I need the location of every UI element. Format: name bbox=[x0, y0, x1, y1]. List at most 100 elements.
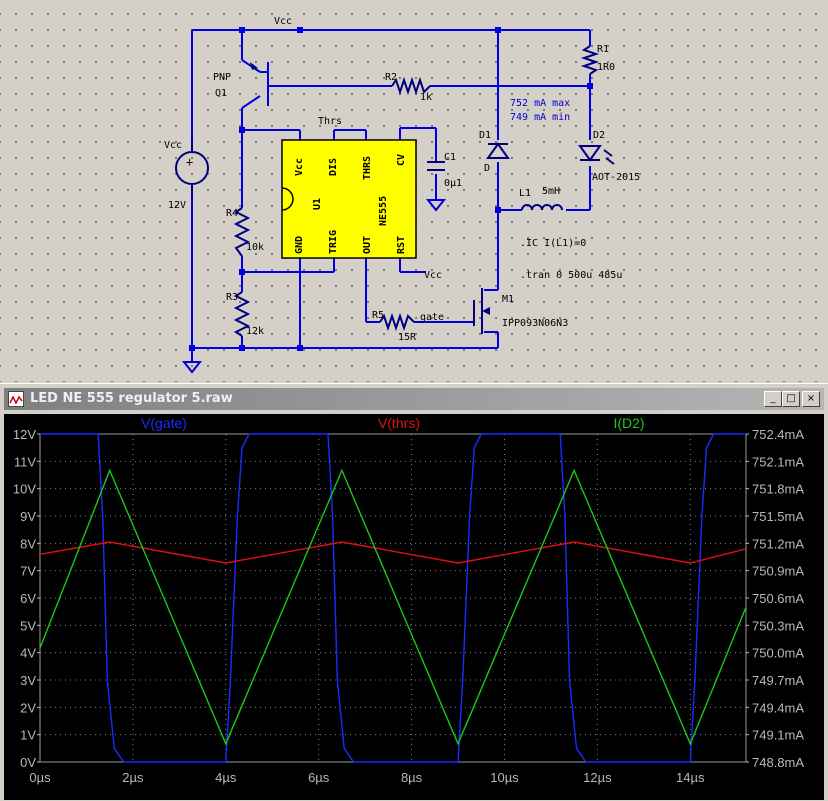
right-tick-label: 752.1mA bbox=[752, 454, 804, 469]
svg-text:AOT-2015: AOT-2015 bbox=[592, 172, 640, 183]
right-tick-label: 749.1mA bbox=[752, 728, 804, 743]
resistor-r2-symbol bbox=[391, 76, 431, 96]
window-titlebar[interactable]: LED NE 555 regulator 5.raw _ □ × bbox=[4, 388, 824, 410]
resistor-r1-symbol bbox=[580, 45, 600, 75]
right-tick-label: 752.4mA bbox=[752, 427, 804, 442]
left-tick-label: 10V bbox=[13, 482, 36, 497]
svg-text:GND: GND bbox=[294, 236, 305, 254]
svg-text:NE555: NE555 bbox=[378, 196, 389, 226]
svg-text:R5: R5 bbox=[372, 310, 384, 321]
trace-v-thrs- bbox=[39, 541, 747, 564]
left-tick-label: 12V bbox=[13, 427, 36, 442]
svg-text:M1: M1 bbox=[502, 294, 514, 305]
right-tick-label: 748.8mA bbox=[752, 755, 804, 770]
svg-text:749 mA min: 749 mA min bbox=[510, 112, 570, 123]
svg-text:12V: 12V bbox=[168, 200, 186, 211]
left-tick-label: 0V bbox=[20, 755, 36, 770]
ne555-body bbox=[281, 139, 417, 259]
svg-text:CV: CV bbox=[396, 154, 407, 166]
right-tick-label: 750.9mA bbox=[752, 564, 804, 579]
left-tick-label: 9V bbox=[20, 509, 36, 524]
svg-text:L1: L1 bbox=[519, 188, 531, 199]
trace-v-gate- bbox=[40, 433, 746, 763]
svg-text:gate: gate bbox=[420, 312, 444, 323]
resistor-r4-symbol bbox=[233, 207, 251, 257]
svg-text:+: + bbox=[186, 155, 193, 169]
diodes bbox=[486, 142, 615, 165]
plot-grid bbox=[39, 433, 747, 763]
svg-text:.IC I(L1)=0: .IC I(L1)=0 bbox=[520, 238, 586, 249]
svg-text:R2: R2 bbox=[385, 72, 397, 83]
waveform-app-icon[interactable] bbox=[8, 391, 24, 407]
svg-text:R4: R4 bbox=[226, 208, 238, 219]
x-tick-label: 12µs bbox=[583, 770, 612, 785]
svg-text:1R0: 1R0 bbox=[597, 62, 615, 73]
svg-text:IPP093N06N3: IPP093N06N3 bbox=[502, 318, 568, 329]
resistor-r5-symbol bbox=[379, 312, 415, 332]
svg-text:D: D bbox=[484, 163, 490, 174]
junctions bbox=[189, 27, 593, 351]
schematic-drawing[interactable]: + Vcc Vcc 12V PNP Q1 R2 1k R1 1R0 Thrs 7… bbox=[0, 0, 828, 382]
svg-text:R3: R3 bbox=[226, 292, 238, 303]
svg-text:C1: C1 bbox=[444, 152, 456, 163]
svg-text:Vcc: Vcc bbox=[164, 140, 182, 151]
left-tick-label: 1V bbox=[20, 728, 36, 743]
ne555-pin-labels: Vcc DIS THRS CV GND TRIG OUT RST U1 NE55… bbox=[294, 154, 407, 254]
right-tick-label: 750.0mA bbox=[752, 646, 804, 661]
maximize-button[interactable]: □ bbox=[782, 391, 800, 407]
components bbox=[175, 45, 600, 337]
left-tick-label: 4V bbox=[20, 646, 36, 661]
svg-text:.tran 0 500u 485u: .tran 0 500u 485u bbox=[520, 270, 622, 281]
left-tick-label: 2V bbox=[20, 700, 36, 715]
svg-text:D2: D2 bbox=[593, 130, 605, 141]
window-title: LED NE 555 regulator 5.raw bbox=[30, 391, 233, 406]
x-tick-label: 10µs bbox=[490, 770, 519, 785]
waveform-window: LED NE 555 regulator 5.raw _ □ × 0V 1V 2V 3… bbox=[0, 383, 828, 801]
svg-text:1k: 1k bbox=[420, 92, 432, 103]
svg-text:DIS: DIS bbox=[328, 158, 339, 176]
left-tick-label: 6V bbox=[20, 591, 36, 606]
left-tick-label: 3V bbox=[20, 673, 36, 688]
svg-text:TRIG: TRIG bbox=[328, 230, 339, 254]
svg-text:U1: U1 bbox=[312, 198, 323, 210]
svg-text:10k: 10k bbox=[246, 242, 264, 253]
trace-label-v-thrs-[interactable]: V(thrs) bbox=[378, 415, 420, 431]
trace-label-i-d2-[interactable]: I(D2) bbox=[613, 415, 644, 431]
x-tick-label: 4µs bbox=[215, 770, 237, 785]
x-tick-label: 0µs bbox=[29, 770, 51, 785]
svg-text:5mH: 5mH bbox=[542, 186, 560, 197]
wires bbox=[191, 29, 591, 362]
svg-text:OUT: OUT bbox=[362, 236, 373, 254]
svg-text:Thrs: Thrs bbox=[318, 116, 342, 127]
trace-label-v-gate-[interactable]: V(gate) bbox=[141, 415, 187, 431]
svg-text:15R: 15R bbox=[398, 332, 417, 343]
svg-text:0µ1: 0µ1 bbox=[444, 178, 462, 189]
right-axis: 748.8mA749.1mA749.4mA749.7mA750.0mA750.3… bbox=[746, 427, 804, 770]
left-tick-label: 11V bbox=[14, 454, 36, 469]
trace-labels[interactable]: V(gate) V(thrs) I(D2) bbox=[141, 415, 645, 431]
traces bbox=[39, 433, 747, 763]
svg-text:THRS: THRS bbox=[362, 156, 373, 180]
svg-text:Vcc: Vcc bbox=[274, 16, 292, 27]
inductor-symbol bbox=[521, 204, 563, 211]
trace-i-d2- bbox=[39, 468, 747, 746]
right-tick-label: 751.8mA bbox=[752, 482, 804, 497]
schematic-canvas[interactable]: + Vcc Vcc 12V PNP Q1 R2 1k R1 1R0 Thrs 7… bbox=[0, 0, 828, 382]
svg-text:Q1: Q1 bbox=[215, 88, 227, 99]
right-tick-label: 749.4mA bbox=[752, 700, 804, 715]
left-tick-label: 8V bbox=[20, 536, 36, 551]
schematic-labels: Vcc Vcc 12V PNP Q1 R2 1k R1 1R0 Thrs 752… bbox=[164, 16, 640, 343]
minimize-button[interactable]: _ bbox=[764, 391, 782, 407]
svg-text:12k: 12k bbox=[246, 326, 264, 337]
close-button[interactable]: × bbox=[802, 391, 820, 407]
svg-text:D1: D1 bbox=[479, 130, 491, 141]
x-tick-label: 8µs bbox=[401, 770, 423, 785]
left-tick-label: 5V bbox=[20, 618, 36, 633]
svg-text:RST: RST bbox=[396, 236, 407, 254]
x-tick-label: 6µs bbox=[308, 770, 330, 785]
x-tick-label: 2µs bbox=[122, 770, 144, 785]
